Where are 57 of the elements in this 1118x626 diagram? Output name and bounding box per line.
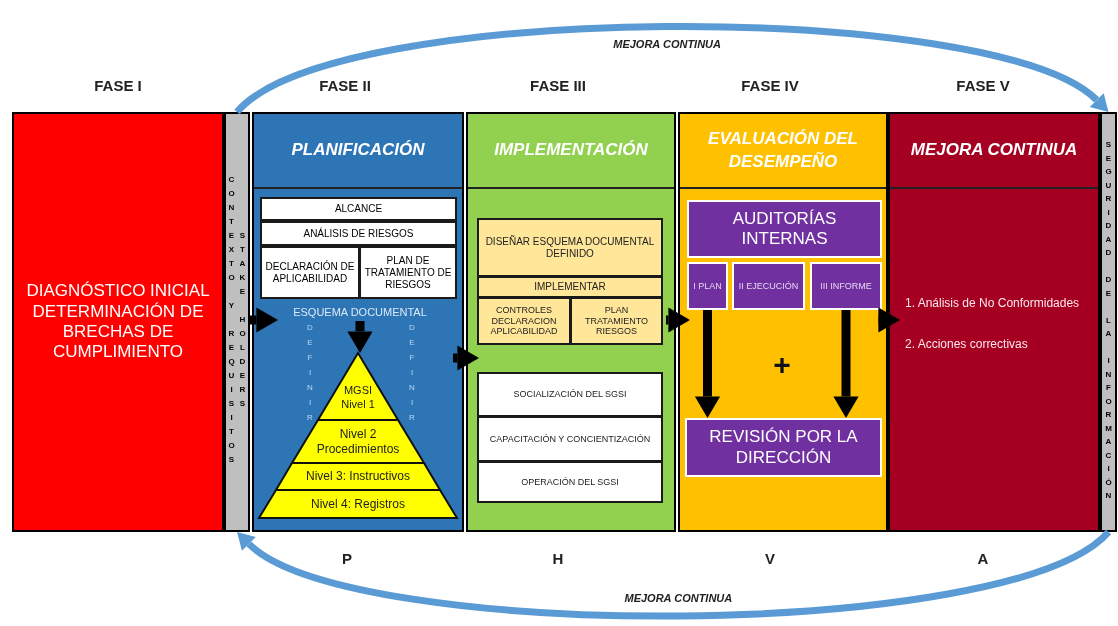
process-box: CONTROLES DECLARACION APLICABILIDAD xyxy=(477,297,571,345)
phase-title: IMPLEMENTACIÓN xyxy=(468,114,674,189)
process-box: PLAN TRATAMIENTO RIESGOS xyxy=(570,297,663,345)
process-box: II EJECUCIÓN xyxy=(732,262,805,310)
pyramid-level: Nivel 4: Registros xyxy=(259,490,457,518)
phase-label: FASE I xyxy=(94,76,142,94)
process-box: AUDITORÍAS INTERNAS xyxy=(687,200,882,258)
phase-label: FASE III xyxy=(530,76,586,94)
phase-title: PLANIFICACIÓN xyxy=(254,114,462,189)
phase-label: FASE V xyxy=(956,76,1010,94)
arrow xyxy=(347,321,373,353)
arrow xyxy=(453,345,479,371)
arrow xyxy=(666,307,690,333)
process-box: PLAN DE TRATAMIENTO DE RIESGOS xyxy=(359,246,457,299)
phase-title: MEJORA CONTINUA xyxy=(890,114,1098,189)
phase-label: A xyxy=(977,549,989,567)
pyramid-level: MGSI Nivel 1 xyxy=(318,353,398,420)
plus-sign: + xyxy=(773,348,791,382)
list-item: 1. Análisis de No Conformidades xyxy=(905,295,1081,312)
curved-arrow xyxy=(234,23,1111,115)
vertical-label: SEGURIDAD DE LA INFORMACIÓN xyxy=(1104,139,1113,505)
phase-label: FASE IV xyxy=(741,76,799,94)
side-bar xyxy=(224,112,250,532)
arrow xyxy=(694,310,721,418)
pyramid-level: Nivel 2 Procedimientos xyxy=(292,420,424,463)
curved-arrow xyxy=(234,529,1111,620)
process-box: REVISIÓN POR LA DIRECCIÓN xyxy=(685,418,882,477)
phase-panel xyxy=(252,112,464,532)
phase-panel xyxy=(678,112,888,532)
vertical-label: STAKE HOLDERS xyxy=(238,231,247,413)
pyramid-level: Nivel 3: Instructivos xyxy=(276,463,440,490)
phase-title: EVALUACIÓN DEL DESEMPEÑO xyxy=(680,114,886,189)
list-item: 2. Acciones correctivas xyxy=(905,336,1029,353)
process-box: ALCANCE xyxy=(260,197,457,221)
phase-label: V xyxy=(765,549,775,567)
vertical-label: CONTEXTO Y REQUISITOS xyxy=(227,175,236,469)
phase-label: FASE II xyxy=(319,76,371,94)
phase-label: P xyxy=(342,549,352,567)
process-box: OPERACIÓN DEL SGSI xyxy=(477,461,663,503)
edge-label: MEJORA CONTINUA xyxy=(610,37,724,51)
phase-panel xyxy=(888,112,1100,532)
phase-label: H xyxy=(552,549,564,567)
process-box: I PLAN xyxy=(687,262,728,310)
process-box: DIAGNÓSTICO INICIAL DETERMINACIÓN DE BRECHAS DE CUMPLIMIENTO xyxy=(12,112,224,532)
process-box: SOCIALIZACIÓN DEL SGSI xyxy=(477,372,663,417)
process-box: DECLARACIÓN DE APLICABILIDAD xyxy=(260,246,360,299)
arrow xyxy=(833,310,859,418)
phase-panel xyxy=(466,112,676,532)
arrow xyxy=(878,307,900,333)
process-box: DISEÑAR ESQUEMA DOCUMENTAL DEFINIDO xyxy=(477,218,663,277)
process-box: III INFORME xyxy=(810,262,882,310)
process-box: IMPLEMENTAR xyxy=(477,276,663,298)
arrow xyxy=(249,307,278,333)
process-box: ANÁLISIS DE RIESGOS xyxy=(260,221,457,246)
process-box: CAPACITACIÓN Y CONCIENTIZACIÓN xyxy=(477,416,663,462)
section-label: ESQUEMA DOCUMENTAL xyxy=(290,304,430,321)
side-bar xyxy=(1100,112,1117,532)
